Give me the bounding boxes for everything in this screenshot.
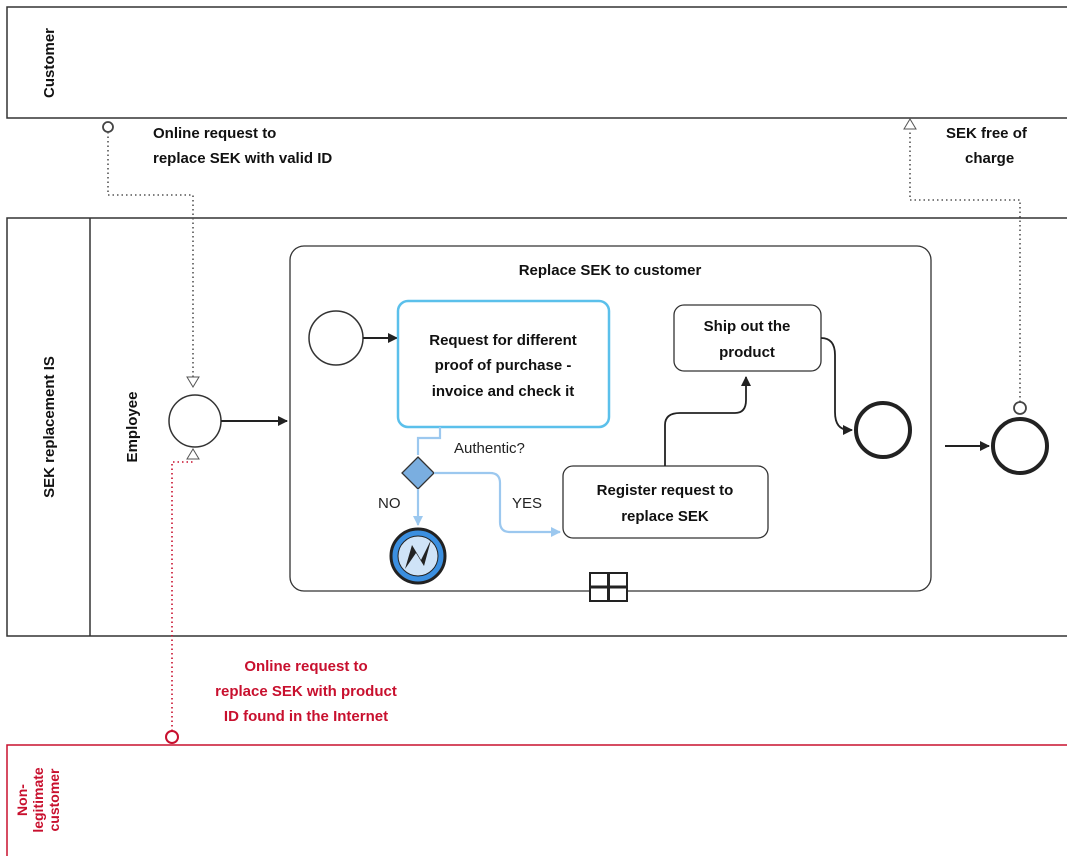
task-request-proof[interactable]: Request for different proof of purchase …	[396, 299, 611, 429]
sequence-flow-to-ship	[664, 376, 751, 466]
sek-free-label-line1: SEK free of	[946, 125, 1028, 142]
task-ship-line2: product	[719, 344, 775, 361]
subprocess-title: Replace SEK to customer	[519, 262, 702, 279]
subprocess-start-event[interactable]	[308, 310, 364, 366]
sek-replacement-pool-label: SEK replacement IS	[41, 356, 58, 498]
no-label: NO	[378, 495, 401, 512]
message-flow-online-request: Online request to replace SEK with valid…	[102, 121, 332, 388]
sequence-flow-yes	[434, 471, 561, 537]
task-request-proof-line3: invoice and check it	[432, 383, 575, 400]
non-legit-label-line2: legitimate	[30, 767, 46, 833]
task-register-line1: Register request to	[597, 482, 734, 499]
task-register-request[interactable]: Register request to replace SEK	[562, 465, 769, 539]
subprocess-end-event[interactable]	[854, 401, 912, 459]
gateway-question-label: Authentic?	[454, 440, 525, 457]
customer-pool: Customer	[6, 6, 1067, 119]
error-end-event-icon[interactable]	[389, 527, 447, 585]
message-flow-sek-free: SEK free of charge	[903, 118, 1028, 415]
message-end-event[interactable]	[991, 417, 1049, 475]
task-ship-product[interactable]: Ship out the product	[673, 304, 822, 372]
sek-free-label-line2: charge	[965, 150, 1014, 167]
task-request-proof-line1: Request for different	[429, 332, 577, 349]
task-request-proof-line2: proof of purchase -	[435, 357, 572, 374]
online-request-label-line2: replace SEK with valid ID	[153, 150, 332, 167]
non-legit-label-line1: Non-	[14, 784, 30, 816]
non-legitimate-customer-pool: Non- legitimate customer	[6, 744, 1067, 856]
subprocess-expand-marker-icon[interactable]	[589, 572, 628, 602]
fraud-request-label-line1: Online request to	[244, 658, 367, 675]
fraud-request-label-line3: ID found in the Internet	[224, 708, 388, 725]
customer-pool-label: Customer	[41, 28, 58, 98]
message-flow-fraud-request: Online request to replace SEK with produ…	[165, 448, 397, 744]
employee-lane-label: Employee	[124, 392, 141, 463]
task-register-line2: replace SEK	[621, 508, 709, 525]
sequence-flow-to-subprocess-end	[820, 337, 853, 435]
task-ship-line1: Ship out the	[704, 318, 791, 335]
subprocess-replace-sek[interactable]: Replace SEK to customer Request for diff…	[289, 245, 932, 602]
online-request-label-line1: Online request to	[153, 125, 276, 142]
message-start-event[interactable]	[168, 394, 222, 448]
fraud-request-label-line2: replace SEK with product	[215, 683, 397, 700]
non-legit-label-line3: customer	[46, 768, 62, 832]
yes-label: YES	[512, 495, 542, 512]
sequence-flow-to-gateway	[416, 427, 442, 455]
